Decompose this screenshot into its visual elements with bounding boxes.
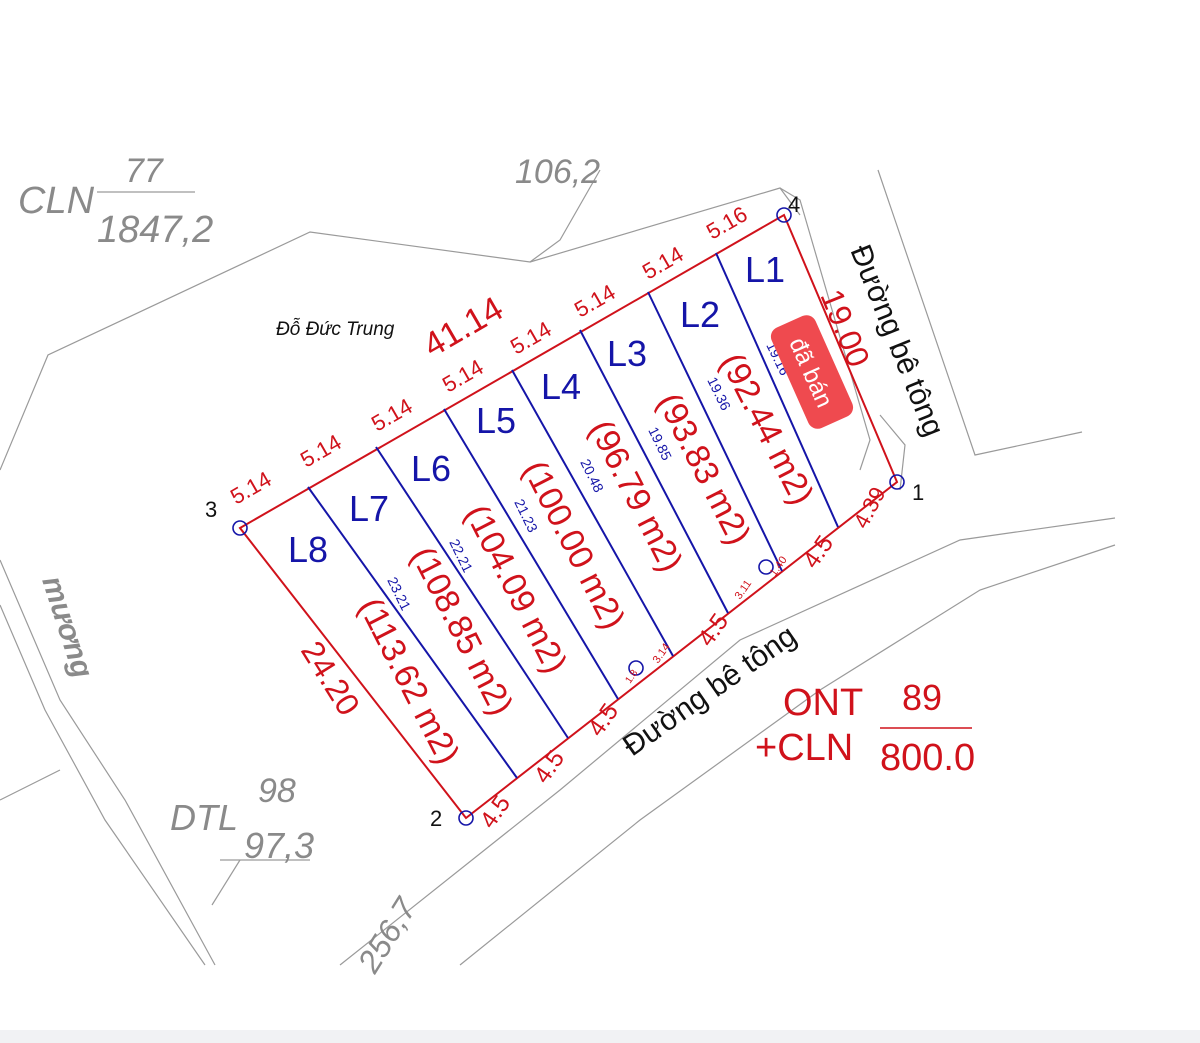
- survey-point: [889, 474, 905, 490]
- background-parcel-lines: [0, 169, 1116, 966]
- corner-3: 3: [205, 497, 217, 522]
- bottom-small-label: 3.11: [733, 578, 755, 602]
- corner-4: 4: [788, 192, 800, 217]
- survey-point: [776, 207, 792, 223]
- top-edge-labels: 5.14 5.14 5.14 5.14 5.14 5.14 5.14 5.16: [226, 201, 752, 509]
- lot-divider-line: [375, 446, 569, 739]
- top-segment-label: 5.14: [638, 241, 688, 284]
- lot-areas: (92.44 m2) (93.83 m2) (96.79 m2) (100.00…: [351, 347, 821, 770]
- survey-point: [758, 559, 774, 575]
- lot-label-l2[interactable]: L2: [680, 294, 720, 335]
- neighbor-cln-area: 1847,2: [97, 209, 213, 251]
- parcel-area: 800.0: [880, 737, 975, 779]
- bottom-segment-label: 4.5: [475, 791, 516, 834]
- lot-dividers: [307, 252, 839, 779]
- lot-label-l3[interactable]: L3: [607, 333, 647, 374]
- lot-divider-line: [511, 369, 674, 657]
- lot-divider-line: [307, 486, 518, 779]
- parcel-info: ONT +CLN 89 800.0: [755, 677, 975, 779]
- survey-point: [458, 810, 474, 826]
- neighbor-top-area: 106,2: [515, 153, 600, 191]
- neighbor-dtl-area: 97,3: [244, 825, 314, 866]
- total-frontage: 41.14: [417, 289, 510, 364]
- parcel-land-type-1: ONT: [783, 682, 863, 724]
- corner-2: 2: [430, 806, 442, 831]
- footer-bar: [0, 1030, 1200, 1043]
- top-segment-label: 5.14: [570, 279, 620, 322]
- owner-name: Đỗ Đức Trung: [276, 319, 395, 340]
- neighbor-dtl-number: 98: [258, 772, 296, 810]
- lot-label-l5[interactable]: L5: [476, 400, 516, 441]
- lot-label-l1[interactable]: L1: [745, 249, 785, 290]
- parcel-number: 89: [902, 677, 942, 718]
- bottom-segment-label: 4.39: [848, 483, 890, 533]
- top-segment-label: 5.14: [296, 429, 346, 472]
- bottom-small-label: 1.40: [768, 554, 790, 578]
- parcel-boundary: [238, 213, 899, 820]
- lot-divider-line: [715, 252, 839, 528]
- lot-divider-line: [579, 329, 729, 614]
- survey-points: [232, 207, 905, 826]
- neighbor-bottom-area: 256,7: [350, 891, 424, 980]
- neighbor-cln-number: 77: [125, 152, 164, 190]
- bottom-small-label: 3.14: [651, 641, 673, 665]
- lot-divider-line: [647, 291, 783, 572]
- lot-labels: L1 L2 L3 L4 L5 L6 L7 L8: [288, 249, 785, 570]
- top-segment-label: 5.14: [226, 466, 276, 509]
- lot-divider-line: [443, 408, 619, 700]
- lot-label-l4[interactable]: L4: [541, 366, 581, 407]
- parcel-land-type-2: +CLN: [755, 727, 853, 769]
- neighbor-cln-type: CLN: [18, 180, 95, 222]
- lot-label-l8[interactable]: L8: [288, 529, 328, 570]
- lot-label-l6[interactable]: L6: [411, 448, 451, 489]
- survey-point: [232, 520, 248, 536]
- neighbor-dtl-type: DTL: [170, 797, 238, 838]
- bottom-segment-label: 4.5: [529, 746, 570, 789]
- corner-1: 1: [912, 480, 924, 505]
- bottom-segment-label: 4.5: [798, 531, 839, 574]
- survey-point: [628, 660, 644, 676]
- top-segment-label: 5.14: [506, 316, 556, 359]
- lot-label-l7[interactable]: L7: [349, 488, 389, 529]
